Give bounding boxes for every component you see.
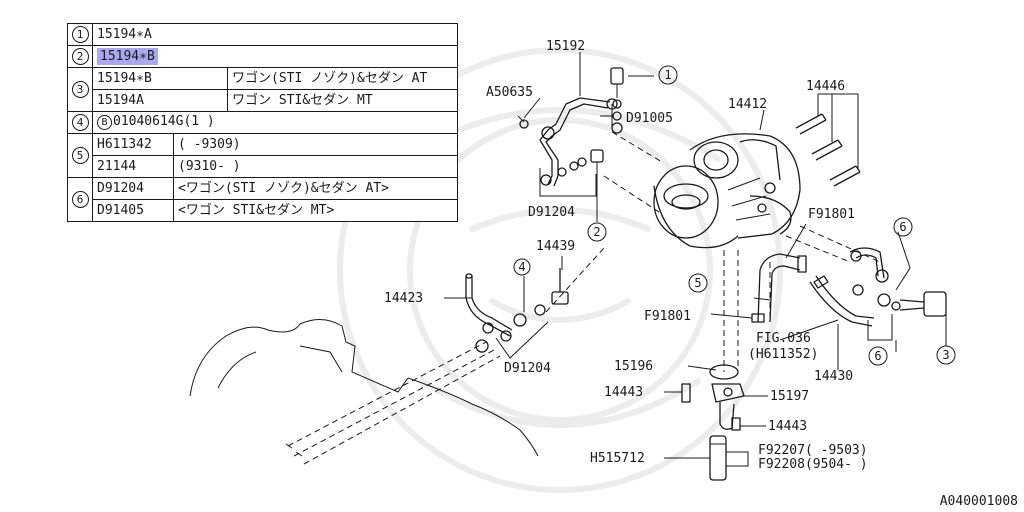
catalog-id: A040001008 [939,494,1018,509]
oil-return-hose [751,253,807,323]
applicability-cell: ワゴン(STI ノゾク)&セダン AT [227,67,458,90]
studs-14446 [795,93,861,187]
callout-3: 3 [936,345,956,365]
label-15196: 15196 [614,359,653,374]
circled-number: 6 [71,191,89,208]
svg-text:5: 5 [694,276,701,290]
circled-number: 2 [71,48,89,65]
row-number-cell: 4 [67,111,93,134]
part-reference-table: 1 15194∗A 2 15194∗B 3 15194∗B ワゴン(STI ノゾ… [67,23,458,222]
circled-callouts: 1 2 3 4 5 6 6 [513,65,956,366]
part-number-cell: H611342 [92,133,174,156]
callout-labels: 15192 A50635 D91005 D91204 14412 14446 1… [384,39,868,472]
table-row: D91405 <ワゴン STI&セダン MT> [68,199,458,222]
applicability-cell: ワゴン STI&セダン MT [227,89,458,112]
applicability-cell: <ワゴン(STI ノゾク)&セダン AT> [173,177,458,200]
part-number-cell: 15194A [91,89,229,112]
label-d91204-bottom: D91204 [504,361,551,376]
label-f92207: F92207( -9503) [758,443,868,458]
label-14439: 14439 [536,239,575,254]
b-mark-icon: B [97,115,112,130]
applicability-cell: (9310- ) [173,155,458,178]
row-number-cell: 3 [67,67,93,112]
svg-text:1: 1 [664,68,671,82]
part-number-cell: 15194∗B [92,45,458,68]
highlighted-part-number: 15194∗B [97,48,158,65]
svg-text:2: 2 [593,225,600,239]
turbocharger-14412 [653,133,801,249]
table-row: 6 D91204 <ワゴン(STI ノゾク)&セダン AT> [67,177,458,222]
part-number-cell: D91405 [92,199,174,222]
callout-2: 2 [587,222,607,242]
svg-text:6: 6 [874,349,881,363]
pipe-14423 [465,273,549,359]
circled-number: 1 [71,26,89,43]
row-number-cell: 5 [67,133,93,178]
part-number-cell: 21144 [92,155,174,178]
label-14430: 14430 [814,369,853,384]
svg-text:6: 6 [899,220,906,234]
circled-number: 4 [71,114,89,131]
row-number-cell: 2 [67,45,93,68]
table-row: 2 15194∗B [67,45,458,68]
label-14423: 14423 [384,291,423,306]
label-d91005: D91005 [626,111,673,126]
label-15197: 15197 [770,389,809,404]
union-bolt-14439 [534,268,569,316]
label-a50635: A50635 [486,85,533,100]
label-14412: 14412 [728,97,767,112]
callout-4: 4 [513,258,531,276]
table-row: 3 15194∗B ワゴン(STI ノゾク)&セダン AT [67,67,458,112]
label-14443-left: 14443 [604,385,643,400]
table-row: 1 15194∗A [67,23,458,46]
label-f91801-left: F91801 [644,309,691,324]
part-number-cell: 15194∗A [92,23,458,46]
label-h515712: H515712 [590,451,645,466]
applicability-cell: <ワゴン STI&セダン MT> [173,199,458,222]
callout-5: 5 [688,273,708,293]
table-row: 5 H611342 ( -9309) [67,133,458,178]
applicability-cell: ( -9309) [173,133,458,156]
callout-6-top: 6 [893,217,913,237]
callout-6-bottom: 6 [868,346,888,366]
table-row: 15194A ワゴン STI&セダン MT [68,89,458,112]
table-row: 21144 (9310- ) [68,155,458,178]
label-fig-036: FIG.036 [756,331,811,346]
svg-text:3: 3 [942,348,949,362]
label-f92208: F92208(9504- ) [758,457,868,472]
label-f91801-top: F91801 [808,207,855,222]
part-number-cell: D91204 [92,177,174,200]
label-15192: 15192 [546,39,585,54]
circled-number: 3 [71,81,89,98]
label-14446: 14446 [806,79,845,94]
label-d91204-top: D91204 [528,205,575,220]
engine-outline [189,319,539,465]
leader-lines [444,52,947,467]
watermark-emblem [337,47,783,493]
oil-pipe-15192 [517,67,624,222]
assembly-guide-lines [545,131,881,372]
label-14443-right: 14443 [768,419,807,434]
callout-1: 1 [658,65,678,85]
label-fig-036-sub: (H611352) [748,347,818,362]
part-number-cell: 15194∗B [91,67,229,90]
row-number-cell: 1 [67,23,93,46]
circled-number: 5 [71,147,89,164]
svg-text:4: 4 [518,260,525,274]
row-number-cell: 6 [67,177,93,222]
